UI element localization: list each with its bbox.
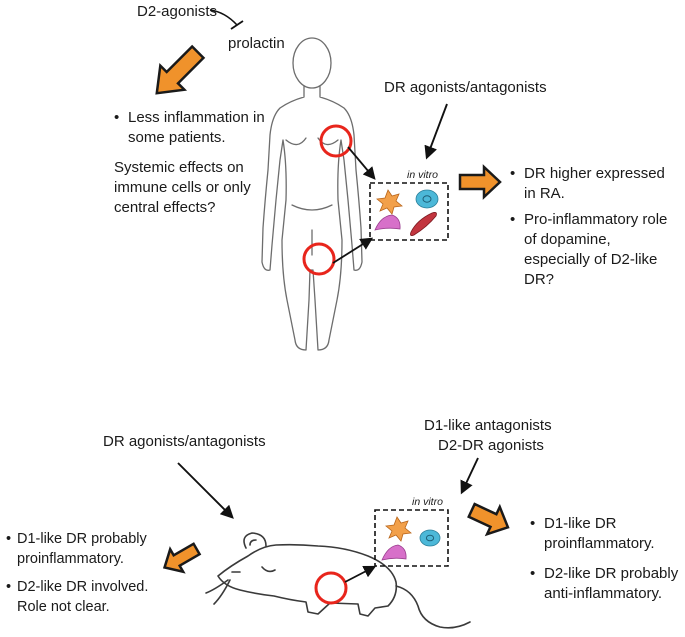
bottom-cells	[381, 516, 441, 561]
bottom-dr-agonists-label: DR agonists/antagonists	[103, 433, 266, 450]
bottom-right-bullet2-line-2: anti-inflammatory.	[544, 585, 662, 602]
top-left-bullet-line-1: Less inflammation in	[128, 109, 265, 126]
orange-arrow-bottom-right	[467, 502, 510, 537]
top-left-question-line-3: central effects?	[114, 199, 215, 216]
bullet-dot: •	[6, 579, 11, 595]
bottom-left-bullet2-line-2: Role not clear.	[17, 599, 110, 615]
lymphocyte-icon	[419, 529, 441, 547]
top-left-question-line-1: Systemic effects on	[114, 159, 244, 176]
bullet-dot: •	[114, 109, 119, 126]
bottom-invitro-box	[374, 509, 449, 567]
bottom-right-bullet1-line-1: D1-like DR	[544, 515, 617, 532]
bottom-right-bullet1-line-2: proinflammatory.	[544, 535, 655, 552]
lymphocyte-nucleus-icon	[425, 534, 435, 542]
arrow-joint-to-invitro-2	[332, 237, 374, 264]
mouse-figure	[205, 532, 471, 629]
arrow-drugs-to-invitro	[460, 457, 479, 495]
lymphocyte-nucleus-icon	[422, 195, 432, 203]
joint-circle-top	[319, 124, 353, 158]
top-right-bullet2-line-4: DR?	[524, 271, 554, 288]
orange-arrow-bottom-left	[162, 542, 202, 574]
top-dr-agonists-label: DR agonists/antagonists	[384, 79, 547, 96]
bullet-dot: •	[530, 515, 535, 532]
bottom-left-bullet1-line-2: proinflammatory.	[17, 551, 124, 567]
arrow-joint-to-invitro-1	[347, 146, 376, 180]
macrophage-icon	[376, 189, 403, 215]
top-right-bullet1-line-1: DR higher expressed	[524, 165, 665, 182]
osteoclast-icon	[381, 544, 407, 561]
inhibition-arrow	[209, 9, 238, 26]
bullet-dot: •	[510, 165, 515, 182]
bottom-drug-line-2: D2-DR agonists	[438, 437, 544, 454]
top-invitro-box	[369, 182, 449, 241]
osteoclast-icon	[374, 214, 401, 231]
mouse-joint-circle	[314, 571, 348, 605]
arrow-dr-to-invitro-top	[424, 103, 448, 160]
bottom-left-bullet2-line-1: D2-like DR involved.	[17, 579, 148, 595]
bullet-dot: •	[6, 531, 11, 547]
d2-agonists-label: D2-agonists	[137, 3, 217, 20]
arrow-mouse-to-invitro	[344, 565, 377, 583]
orange-arrow-top-left	[155, 44, 206, 95]
human-figure	[261, 37, 363, 351]
top-invitro-label: in vitro	[407, 169, 438, 181]
top-left-question-line-2: immune cells or only	[114, 179, 251, 196]
top-right-bullet2-line-3: especially of D2-like	[524, 251, 657, 268]
top-left-bullet-line-2: some patients.	[128, 129, 226, 146]
bottom-invitro-label: in vitro	[412, 496, 443, 508]
bottom-right-bullet2-line-1: D2-like DR probably	[544, 565, 679, 582]
bottom-left-bullet1-line-1: D1-like DR probably	[17, 531, 147, 547]
top-cells	[374, 189, 439, 236]
bullet-dot: •	[530, 565, 535, 582]
bottom-drug-line-1: D1-like antagonists	[424, 417, 552, 434]
top-right-bullet2-line-1: Pro-inflammatory role	[524, 211, 667, 228]
joint-circle-bottom	[302, 242, 336, 276]
top-right-bullet2-line-2: of dopamine,	[524, 231, 611, 248]
prolactin-label: prolactin	[228, 35, 285, 52]
fibroblast-icon	[410, 212, 437, 236]
macrophage-icon	[385, 516, 412, 542]
inhibition-bar	[230, 20, 244, 30]
lymphocyte-icon	[415, 189, 439, 209]
bullet-dot: •	[510, 211, 515, 228]
top-right-bullet1-line-2: in RA.	[524, 185, 565, 202]
orange-arrow-top-right	[458, 164, 502, 200]
arrow-dr-to-mouse	[177, 462, 234, 519]
